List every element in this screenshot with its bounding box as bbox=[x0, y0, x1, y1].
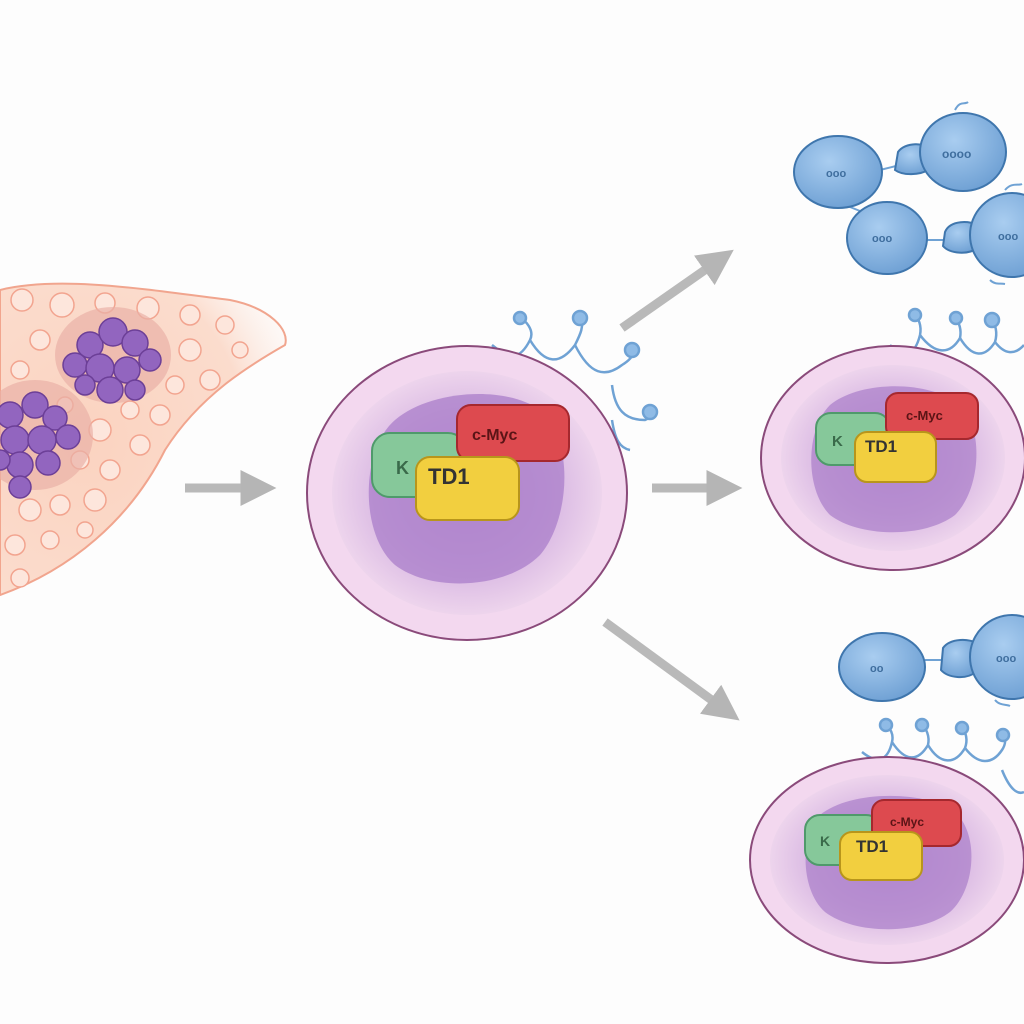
sphere-4: ooo bbox=[941, 192, 1024, 278]
tumor-cluster-upper bbox=[55, 307, 171, 404]
protein-complex-bottom: oo ooo bbox=[838, 614, 1024, 707]
sphere-1: ooo bbox=[793, 135, 883, 209]
svg-text:K: K bbox=[832, 433, 843, 450]
protein-td1-right: TD1 bbox=[854, 431, 937, 483]
svg-text:oo: oo bbox=[870, 663, 884, 675]
protein-complex-top: ooo oooo ooo ooo bbox=[793, 101, 1024, 285]
svg-text:ooo: ooo bbox=[996, 653, 1016, 665]
cell-bottom: K c-Myc TD1 bbox=[749, 717, 1024, 964]
protein-td1-central: TD1 bbox=[415, 456, 520, 521]
sphere-6: ooo bbox=[939, 614, 1024, 700]
tissue-section bbox=[0, 282, 287, 597]
svg-text:ooo: ooo bbox=[998, 231, 1018, 243]
tumor-cluster-lower bbox=[0, 380, 93, 499]
svg-text:ooo: ooo bbox=[826, 168, 846, 180]
sphere-3: ooo bbox=[846, 201, 928, 275]
svg-text:oooo: oooo bbox=[942, 147, 971, 161]
arrow-to-complex-top bbox=[619, 249, 734, 332]
label-k: K bbox=[396, 458, 409, 478]
sphere-2: oooo bbox=[893, 112, 1007, 192]
svg-text:c-Myc: c-Myc bbox=[906, 408, 943, 423]
svg-text:ooo: ooo bbox=[872, 233, 892, 245]
arrows bbox=[185, 249, 743, 721]
protein-cmyc-central: c-Myc bbox=[456, 404, 570, 462]
arrow-to-cell-bottom bbox=[602, 618, 740, 721]
svg-text:K: K bbox=[820, 833, 830, 849]
svg-text:TD1: TD1 bbox=[856, 837, 888, 856]
receptor-central bbox=[491, 309, 659, 452]
central-cell: K c-Myc TD1 bbox=[306, 309, 659, 641]
svg-text:c-Myc: c-Myc bbox=[890, 815, 924, 829]
label-td1: TD1 bbox=[428, 464, 470, 489]
label-cmyc: c-Myc bbox=[472, 427, 517, 444]
protein-td1-bottom: TD1 bbox=[839, 831, 923, 881]
svg-text:TD1: TD1 bbox=[865, 437, 897, 456]
cell-right: K c-Myc TD1 bbox=[760, 307, 1024, 571]
sphere-5: oo bbox=[838, 632, 926, 702]
